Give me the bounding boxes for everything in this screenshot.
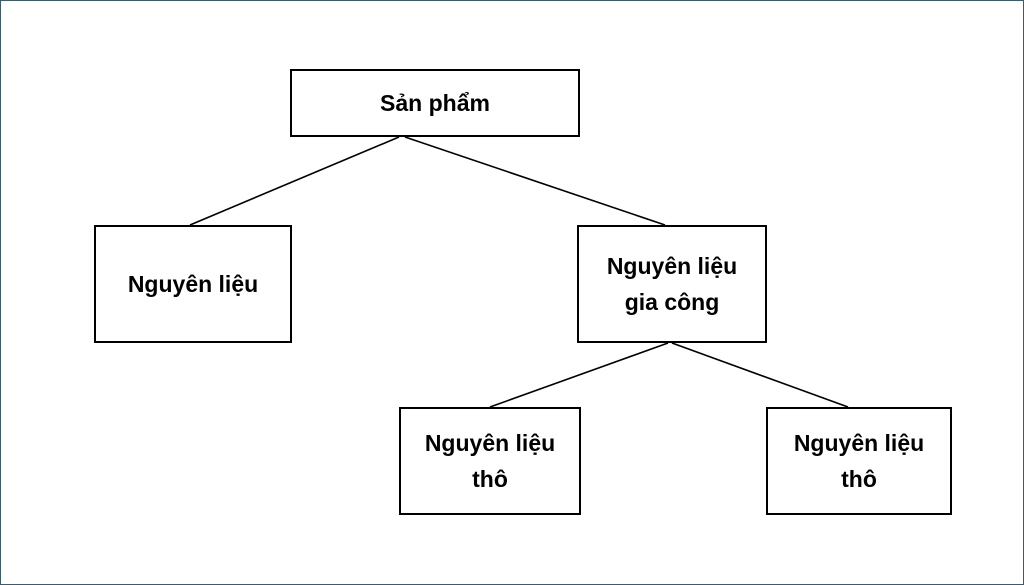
node-nguyen-lieu-gia-cong: Nguyên liệu gia công xyxy=(577,225,767,343)
node-label-line-1: Nguyên liệu xyxy=(606,253,738,279)
edge-root-left xyxy=(189,136,400,226)
node-label-line-2: thô xyxy=(472,466,508,492)
edge-mid-br xyxy=(671,342,849,408)
node-nguyen-lieu: Nguyên liệu xyxy=(94,225,292,343)
node-nguyen-lieu-tho-right: Nguyên liệu thô xyxy=(766,407,952,515)
node-label-line-2: gia công xyxy=(624,289,720,315)
node-label-line-1: Nguyên liệu xyxy=(793,430,925,456)
node-nguyen-lieu-tho-left: Nguyên liệu thô xyxy=(399,407,581,515)
node-label: Sản phẩm xyxy=(380,90,490,116)
node-label-line-1: Nguyên liệu xyxy=(424,430,556,456)
node-label: Nguyên liệu xyxy=(127,271,259,297)
edge-mid-bl xyxy=(489,342,669,408)
node-label-line-2: thô xyxy=(841,466,877,492)
node-san-pham: Sản phẩm xyxy=(290,69,580,137)
edge-root-mid xyxy=(404,136,666,226)
